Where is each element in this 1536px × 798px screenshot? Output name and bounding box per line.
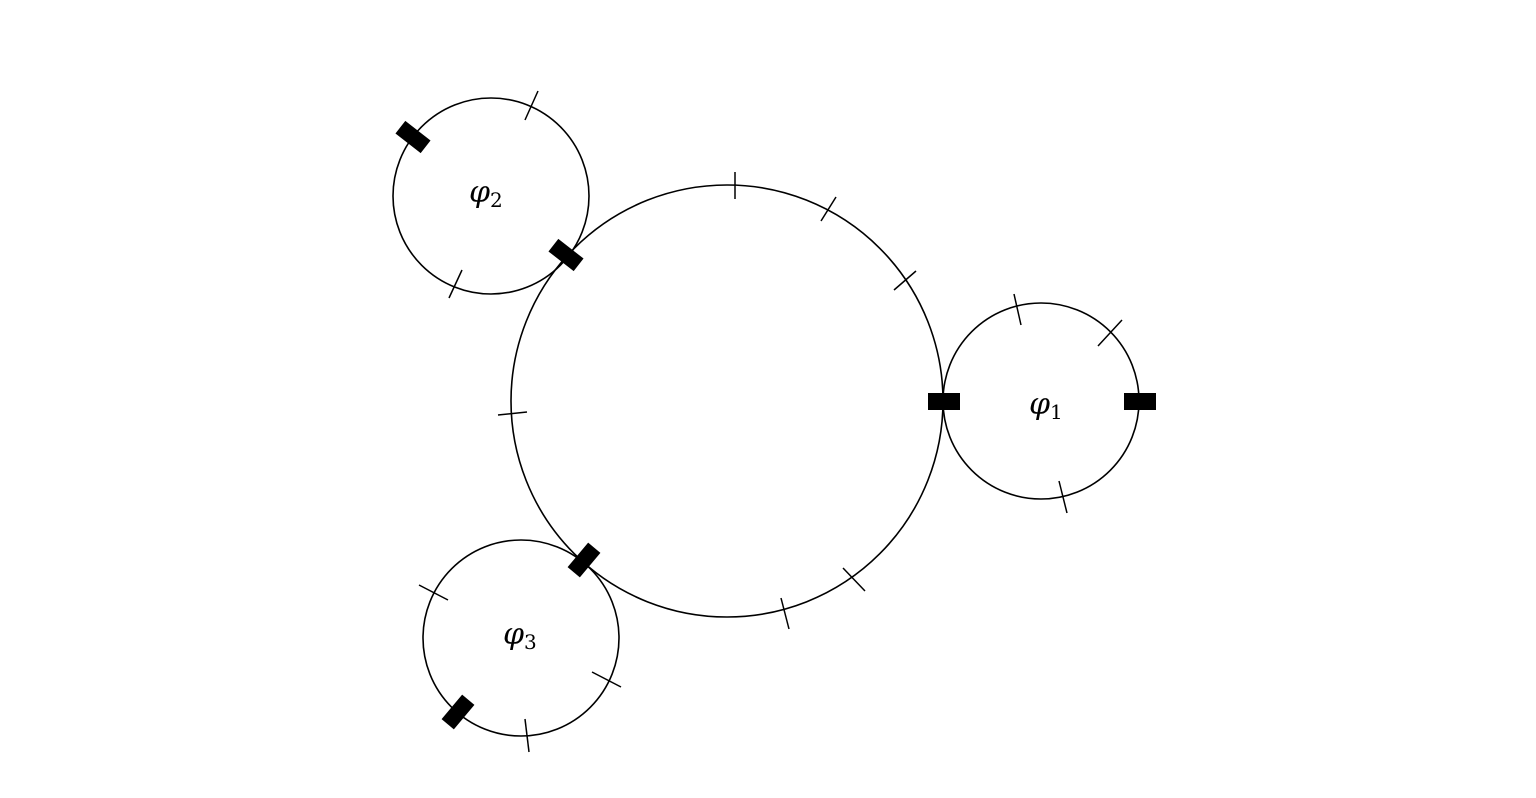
marker-phi1-right xyxy=(1124,393,1156,410)
tick-central-3 xyxy=(893,270,917,291)
label-phi-2-greek: φ xyxy=(469,175,490,210)
tick-phi3-3 xyxy=(524,718,530,753)
label-phi-1-greek: φ xyxy=(1029,387,1050,422)
circle-phi-2 xyxy=(392,97,590,295)
tick-central-2 xyxy=(820,196,837,222)
marker-central-phi3 xyxy=(567,542,601,578)
tick-phi3-2 xyxy=(591,671,622,688)
tick-phi1-2 xyxy=(1097,319,1123,347)
tick-phi1-1 xyxy=(1013,293,1022,326)
label-phi-1-index: 1 xyxy=(1050,400,1063,424)
tick-central-6 xyxy=(780,597,790,630)
label-phi-2: φ2 xyxy=(469,175,503,212)
marker-phi2-left xyxy=(395,120,431,154)
marker-central-phi1 xyxy=(928,393,960,410)
tick-phi2-1 xyxy=(524,90,539,121)
marker-phi3-left xyxy=(441,694,475,730)
tick-phi2-2 xyxy=(448,269,463,299)
tick-phi1-3 xyxy=(1058,480,1068,514)
label-phi-3-greek: φ xyxy=(503,617,524,652)
tick-phi3-1 xyxy=(418,584,449,601)
label-phi-3-index: 3 xyxy=(524,630,537,654)
circle-phi-3 xyxy=(422,539,620,737)
label-phi-1: φ1 xyxy=(1029,387,1063,424)
central-circle xyxy=(510,184,944,618)
marker-central-phi2 xyxy=(548,238,584,272)
tick-central-5 xyxy=(842,567,866,592)
label-phi-2-index: 2 xyxy=(490,188,503,212)
tick-central-4 xyxy=(497,411,528,416)
label-phi-3: φ3 xyxy=(503,617,537,654)
